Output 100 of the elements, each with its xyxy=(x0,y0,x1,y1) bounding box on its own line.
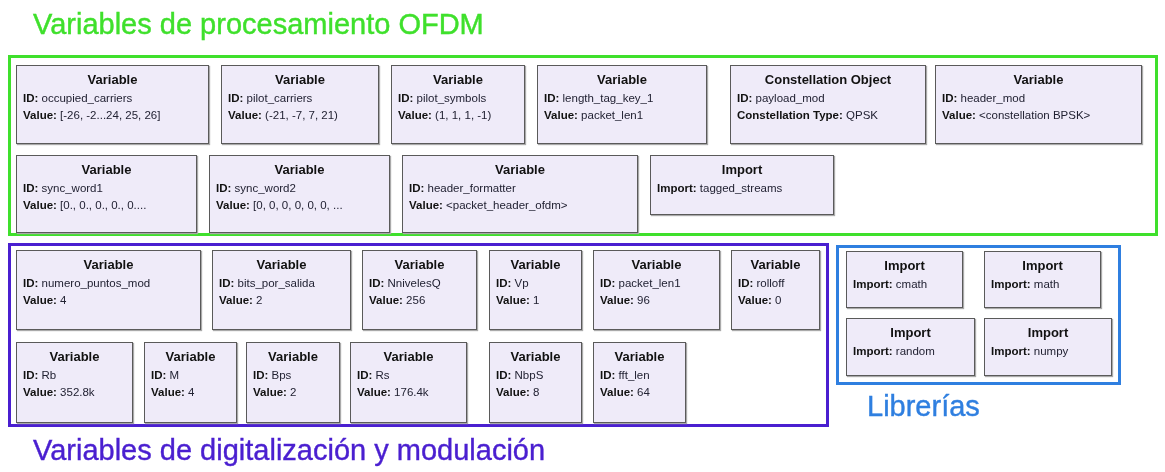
block-card xyxy=(984,318,1112,376)
block-parameter: ID: NnivelesQ xyxy=(369,277,442,289)
block-card xyxy=(846,251,963,308)
block-parameter: ID: sync_word2 xyxy=(216,182,297,194)
block-title: Import xyxy=(1026,325,1070,340)
block-card xyxy=(731,250,820,330)
block-card xyxy=(593,342,686,423)
block-card xyxy=(489,342,582,423)
group-title: Variables de procesamiento OFDM xyxy=(33,8,484,41)
block-title: Variable xyxy=(273,162,326,177)
block-parameter: Value: (1, 1, 1, -1) xyxy=(398,109,493,121)
block-parameter: Value: 4 xyxy=(151,386,196,398)
block-card xyxy=(221,65,379,144)
block-parameter: ID: M xyxy=(151,369,181,381)
block-parameter: Value: (-21, -7, 7, 21) xyxy=(228,109,339,121)
block-title: Variable xyxy=(630,257,683,272)
block-card xyxy=(16,65,209,144)
group-title: Librerías xyxy=(867,390,980,423)
block-parameter: Import: cmath xyxy=(853,278,929,290)
block-parameter: Value: 64 xyxy=(600,386,651,398)
block-title: Variable xyxy=(596,72,648,87)
block-card xyxy=(144,342,237,423)
block-title: Import xyxy=(720,162,764,177)
block-parameter: ID: header_formatter xyxy=(409,182,517,194)
block-parameter: Value: 2 xyxy=(253,386,298,398)
block-parameter: ID: pilot_symbols xyxy=(398,92,488,104)
block-parameter: ID: payload_mod xyxy=(737,92,826,104)
block-title: Variable xyxy=(393,257,446,272)
block-card xyxy=(362,250,477,330)
block-card xyxy=(537,65,707,144)
block-card xyxy=(209,155,390,233)
block-title: Variable xyxy=(1012,72,1065,87)
block-parameter: ID: Bps xyxy=(253,369,293,381)
block-title: Variable xyxy=(432,72,484,87)
block-title: Variable xyxy=(80,162,133,177)
block-title: Import xyxy=(883,258,926,273)
block-parameter: Value: 2 xyxy=(219,294,264,306)
block-title: Constellation Object xyxy=(763,72,893,87)
block-title: Variable xyxy=(509,349,562,364)
block-title: Variable xyxy=(509,257,562,272)
block-parameter: ID: packet_len1 xyxy=(600,277,682,289)
block-parameter: ID: Vp xyxy=(496,277,530,289)
block-parameter: Import: numpy xyxy=(991,345,1070,357)
block-parameter: Value: 96 xyxy=(600,294,651,306)
block-parameter: Value: 256 xyxy=(369,294,427,306)
block-card xyxy=(350,342,467,423)
block-parameter: Value: 176.4k xyxy=(357,386,430,398)
block-card xyxy=(212,250,351,330)
block-card xyxy=(246,342,340,423)
block-card xyxy=(16,155,197,233)
block-parameter: Value: 1 xyxy=(496,294,541,306)
block-card xyxy=(16,342,133,423)
block-parameter: ID: header_mod xyxy=(942,92,1027,104)
block-parameter: Value: [0, 0, 0, 0, 0, 0, ... xyxy=(216,199,344,211)
block-parameter: ID: length_tag_key_1 xyxy=(544,92,655,104)
block-parameter: Constellation Type: QPSK xyxy=(737,109,879,121)
block-parameter: Value: 352.8k xyxy=(23,386,96,398)
block-card xyxy=(489,250,582,330)
block-parameter: ID: occupied_carriers xyxy=(23,92,134,104)
block-title: Variable xyxy=(613,349,666,364)
block-card xyxy=(391,65,525,144)
block-title: Variable xyxy=(267,349,319,364)
block-parameter: ID: rolloff xyxy=(738,277,786,289)
block-parameter: Import: random xyxy=(853,345,936,357)
block-parameter: Import: math xyxy=(991,278,1061,290)
block-parameter: ID: Rs xyxy=(357,369,391,381)
block-parameter: Value: <packet_header_ofdm> xyxy=(409,199,569,211)
block-parameter: ID: Rb xyxy=(23,369,58,381)
block-title: Import xyxy=(889,325,932,340)
block-card xyxy=(650,155,834,215)
block-title: Variable xyxy=(749,257,802,272)
block-card xyxy=(16,250,201,330)
block-title: Variable xyxy=(164,349,217,364)
block-title: Variable xyxy=(274,72,326,87)
block-title: Variable xyxy=(86,72,139,87)
block-parameter: Value: 8 xyxy=(496,386,541,398)
block-parameter: Value: packet_len1 xyxy=(544,109,645,121)
block-parameter: ID: pilot_carriers xyxy=(228,92,314,104)
block-title: Variable xyxy=(82,257,135,272)
group-title: Variables de digitalización y modulación xyxy=(33,434,546,467)
block-parameter: Value: 0 xyxy=(738,294,783,306)
block-card xyxy=(402,155,638,233)
block-card xyxy=(730,65,926,144)
block-title: Variable xyxy=(382,349,435,364)
block-card xyxy=(984,251,1101,308)
block-title: Variable xyxy=(255,257,308,272)
block-card xyxy=(935,65,1142,144)
block-parameter: ID: numero_puntos_mod xyxy=(23,277,152,289)
block-parameter: ID: bits_por_salida xyxy=(219,277,316,289)
block-parameter: Value: [-26, -2...24, 25, 26] xyxy=(23,109,162,121)
block-title: Variable xyxy=(48,349,101,364)
block-parameter: Import: tagged_streams xyxy=(657,182,784,194)
block-parameter: ID: fft_len xyxy=(600,369,651,381)
block-card xyxy=(593,250,720,330)
block-card xyxy=(846,318,975,376)
block-parameter: Value: 4 xyxy=(23,294,68,306)
block-parameter: ID: NbpS xyxy=(496,369,545,381)
block-parameter: Value: <constellation BPSK> xyxy=(942,109,1092,121)
block-title: Variable xyxy=(494,162,546,177)
block-parameter: ID: sync_word1 xyxy=(23,182,104,194)
